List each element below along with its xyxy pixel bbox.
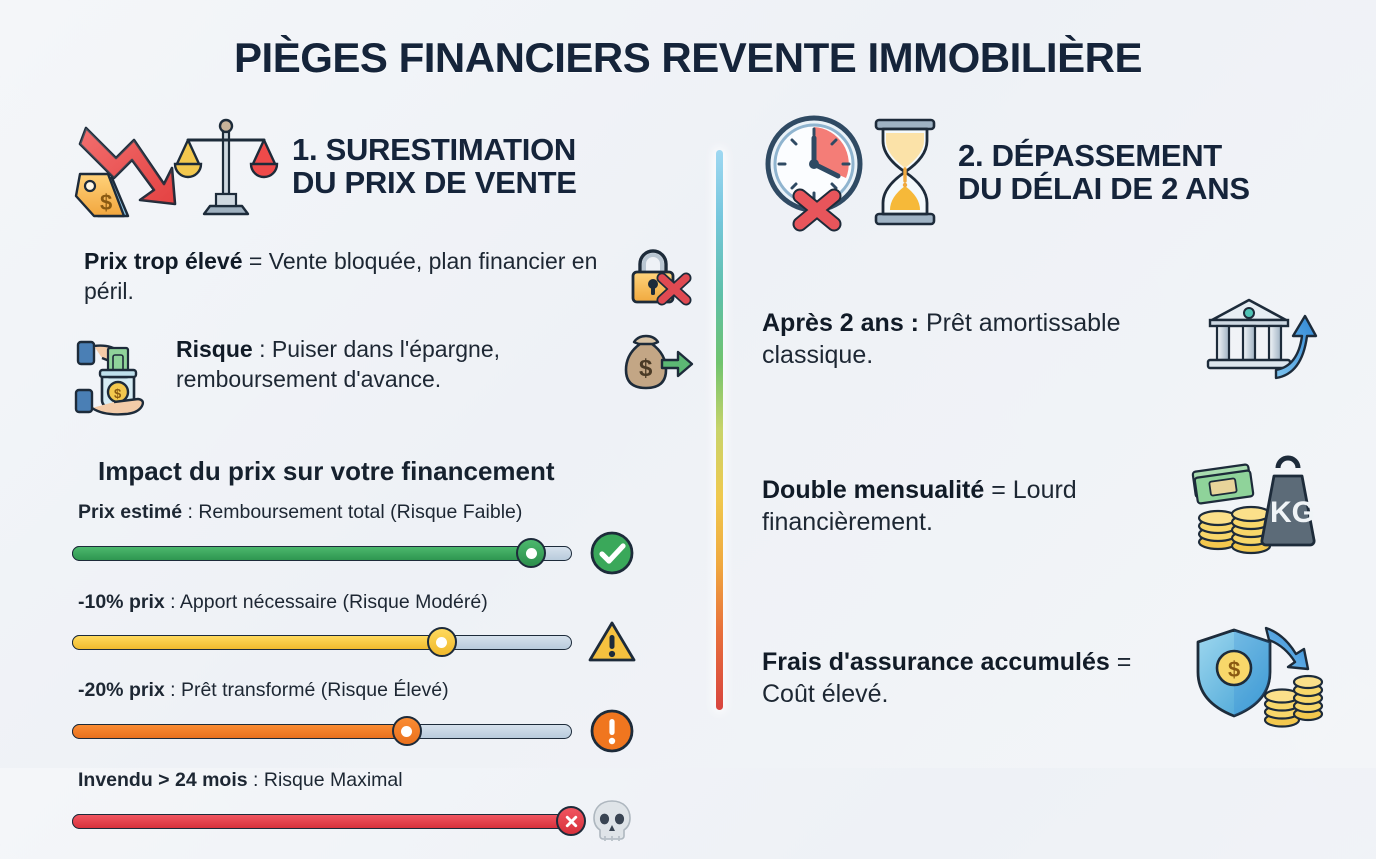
balance-scale-icon <box>173 114 279 218</box>
slider-knob-2[interactable] <box>426 627 457 657</box>
hand-savings-jar-icon: $ <box>72 330 164 422</box>
money-weight-kg-icon: KG <box>1191 455 1322 555</box>
slider-label-1: Prix estimé : Remboursement total (Risqu… <box>78 501 692 524</box>
right-header-icons <box>762 112 944 232</box>
right-section-title: 2. DÉPASSEMENT DU DÉLAI DE 2 ANS <box>958 137 1250 206</box>
right-bullet-text-3: Frais d'assurance accumulés = Coût élevé… <box>762 646 1178 711</box>
right-section: 2. DÉPASSEMENT DU DÉLAI DE 2 ANS Après 2… <box>762 112 1324 728</box>
svg-text:$: $ <box>1228 657 1240 682</box>
svg-text:$: $ <box>100 190 112 215</box>
coin-stack-left <box>1197 509 1239 551</box>
slider-fill-1 <box>72 545 531 561</box>
slider-knob-1[interactable] <box>516 538 547 568</box>
slider-label-2: -10% prix : Apport nécessaire (Risque Mo… <box>78 591 692 614</box>
right-bullet-1-bold: Après 2 ans : <box>762 308 920 337</box>
slider-track-2[interactable] <box>72 627 572 657</box>
slider-fill-4 <box>72 813 570 829</box>
slider-4-rest: : Risque Maximal <box>247 769 403 791</box>
left-section-title: 1. SURESTIMATION DU PRIX DE VENTE <box>292 131 577 200</box>
down-arrow-price-tag-icon: $ <box>72 112 180 220</box>
slider-fill-2 <box>72 634 441 650</box>
slider-fill-3 <box>72 723 406 739</box>
right-bullet-2-rest: = Lourd financièrement. <box>762 475 1077 537</box>
slider-4-bold: Invendu > 24 mois <box>78 769 248 791</box>
slider-label-4: Invendu > 24 mois : Risque Maximal <box>78 769 692 792</box>
left-section-header: $ 1. SURESTIMATION DU PRIX DE VENTE <box>72 112 692 220</box>
right-bullet-list: Après 2 ans : Prêt amortissable classiqu… <box>762 294 1324 728</box>
bullet-prix-trop-eleve: Prix trop élevé = Vente bloquée, plan fi… <box>72 242 692 314</box>
right-bullet-3-rest: = Coût élevé. <box>762 647 1132 709</box>
slider-2-rest: : Apport nécessaire (Risque Modéré) <box>164 591 488 613</box>
bullet-risque-epargne: $ Risque : Puiser dans l'épargne, rembou… <box>72 330 694 422</box>
slider-3-bold: -20% prix <box>78 679 165 701</box>
check-circle-icon <box>586 530 638 576</box>
coin-stack-b <box>1292 674 1324 722</box>
warning-triangle-icon <box>586 620 638 664</box>
right-bullet-text-1: Après 2 ans : Prêt amortissable classiqu… <box>762 307 1190 372</box>
right-section-header: 2. DÉPASSEMENT DU DÉLAI DE 2 ANS <box>762 112 1322 232</box>
impact-chart: Impact du prix sur votre financement Pri… <box>72 456 692 844</box>
right-bullet-text-2: Double mensualité = Lourd financièrement… <box>762 474 1180 539</box>
chart-title: Impact du prix sur votre financement <box>98 456 555 486</box>
left-bullet-list: Prix trop élevé = Vente bloquée, plan fi… <box>72 242 694 422</box>
bullet-1-rest: = Vente bloquée, plan financier en péril… <box>84 248 598 305</box>
slider-row-moins-10: -10% prix : Apport nécessaire (Risque Mo… <box>72 591 692 664</box>
slider-knob-3[interactable] <box>391 716 422 746</box>
slider-row-prix-estime: Prix estimé : Remboursement total (Risqu… <box>72 501 692 576</box>
bank-up-arrow-icon <box>1202 294 1322 384</box>
bullet-text-2: Risque : Puiser dans l'épargne, rembours… <box>176 330 606 395</box>
left-header-icons: $ <box>72 112 279 220</box>
slider-label-3: -20% prix : Prêt transformé (Risque Élev… <box>78 679 692 702</box>
slider-track-1[interactable] <box>72 538 572 568</box>
right-bullet-1-rest: Prêt amortissable classique. <box>762 308 1121 370</box>
weight-label: KG <box>1270 496 1315 529</box>
bullet-2-bold: Risque <box>176 336 253 362</box>
shield-dollar-coins-icon: $ <box>1190 626 1324 728</box>
hourglass-icon <box>866 117 944 227</box>
bullet-2-rest: : Puiser dans l'épargne, remboursement d… <box>176 336 501 393</box>
bullet-1-bold: Prix trop élevé <box>84 248 243 274</box>
bullet-double-mensualite: Double mensualité = Lourd financièrement… <box>762 455 1322 555</box>
slider-track-4[interactable] <box>72 806 586 836</box>
slider-2-bold: -10% prix <box>78 591 165 613</box>
slider-row-moins-20: -20% prix : Prêt transformé (Risque Élev… <box>72 679 692 754</box>
slider-1-bold: Prix estimé <box>78 501 183 523</box>
money-bag-arrow-icon: $ <box>618 330 694 394</box>
gradient-divider <box>716 150 723 710</box>
bullet-frais-assurance: Frais d'assurance accumulés = Coût élevé… <box>762 626 1324 728</box>
svg-text:$: $ <box>114 386 122 401</box>
slider-track-3[interactable] <box>72 716 572 746</box>
bullet-apres-2-ans: Après 2 ans : Prêt amortissable classiqu… <box>762 294 1322 384</box>
slider-row-invendu: Invendu > 24 mois : Risque Maximal <box>72 769 692 844</box>
exclamation-circle-icon <box>586 708 638 754</box>
close-icon <box>565 815 577 827</box>
slider-1-rest: : Remboursement total (Risque Faible) <box>182 501 523 523</box>
right-bullet-2-bold: Double mensualité <box>762 475 985 504</box>
slider-knob-4[interactable] <box>556 806 586 836</box>
clock-red-x-icon <box>762 112 882 232</box>
svg-text:$: $ <box>639 355 653 382</box>
lock-x-icon <box>620 242 692 314</box>
left-section: $ 1. SURESTIMATION DU PRIX DE VENTE <box>72 112 694 859</box>
right-bullet-3-bold: Frais d'assurance accumulés <box>762 647 1110 676</box>
skull-icon <box>586 798 638 844</box>
page-title: PIÈGES FINANCIERS REVENTE IMMOBILIÈRE <box>234 34 1142 81</box>
slider-3-rest: : Prêt transformé (Risque Élevé) <box>164 679 449 701</box>
bullet-text-1: Prix trop élevé = Vente bloquée, plan fi… <box>84 242 608 307</box>
